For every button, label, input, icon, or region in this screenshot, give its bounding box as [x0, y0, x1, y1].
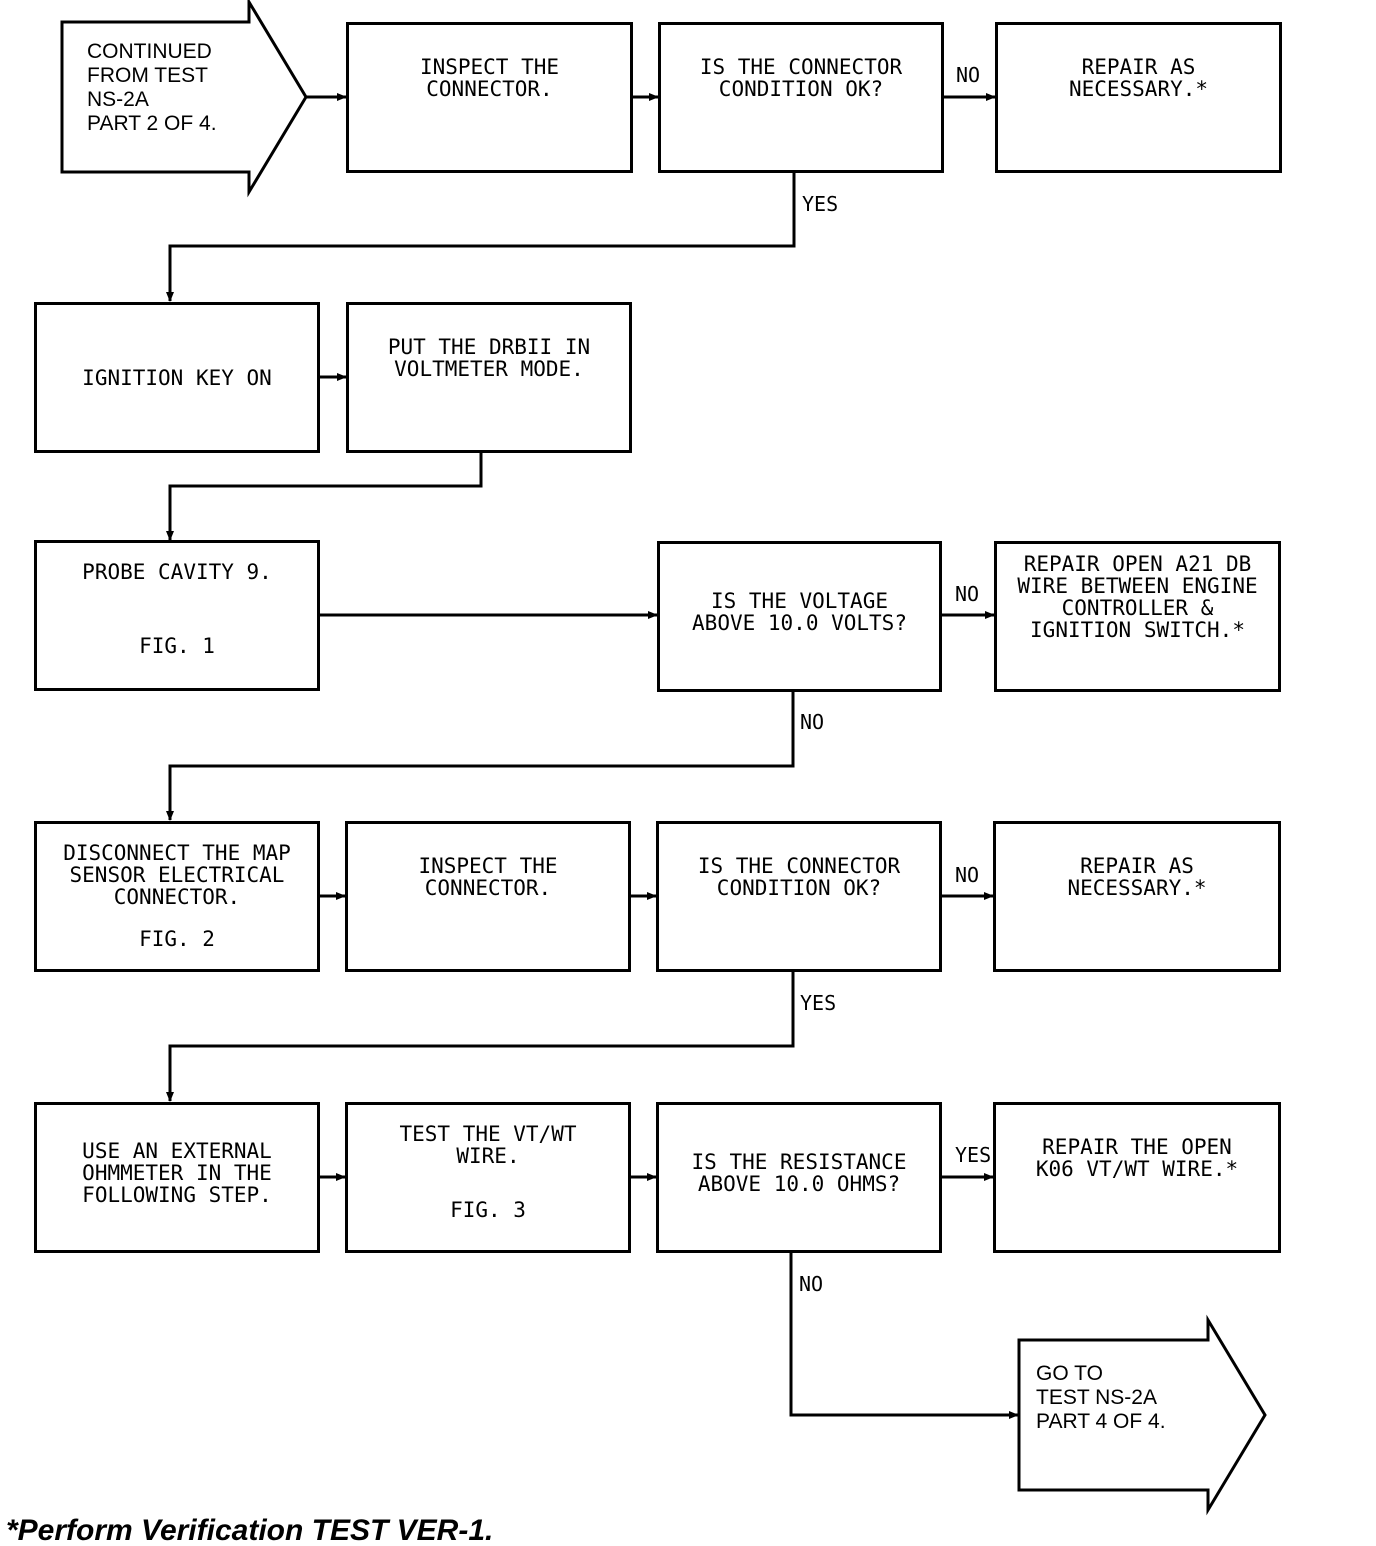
step-disconnect-map-sensor: DISCONNECT THE MAP SENSOR ELECTRICAL CON…	[34, 821, 320, 972]
decision2-no-down-label: NO	[800, 710, 825, 734]
repair-as-necessary-2-text: REPAIR AS NECESSARY.*	[1067, 853, 1207, 900]
start-arrow-shape	[60, 0, 308, 198]
decision-resistance-above-10-text: IS THE RESISTANCE ABOVE 10.0 OHMS?	[691, 1149, 907, 1196]
repair-open-a21-db-wire: REPAIR OPEN A21 DB WIRE BETWEEN ENGINE C…	[994, 541, 1281, 692]
repair-as-necessary-2: REPAIR AS NECESSARY.*	[993, 821, 1281, 972]
decision-voltage-above-10: IS THE VOLTAGE ABOVE 10.0 VOLTS?	[657, 541, 942, 692]
step-drbii-voltmeter-mode: PUT THE DRBII IN VOLTMETER MODE.	[346, 302, 632, 453]
fig-2-label: FIG. 2	[139, 927, 215, 951]
decision2-no-right-label: NO	[955, 582, 980, 606]
line-decision4-no	[789, 1252, 1019, 1419]
end-arrow-shape	[1017, 1314, 1267, 1516]
repair-open-a21-db-wire-text: REPAIR OPEN A21 DB WIRE BETWEEN ENGINE C…	[1017, 551, 1258, 642]
step-ignition-key-on-text: IGNITION KEY ON	[82, 365, 272, 390]
step-test-vt-wt-wire-text: TEST THE VT/WT WIRE.	[399, 1122, 577, 1168]
line-decision2-no-down	[166, 690, 795, 821]
repair-open-k06-wire-text: REPAIR THE OPEN K06 VT/WT WIRE.*	[1035, 1134, 1239, 1181]
end-go-to-label: GO TO TEST NS-2A PART 4 OF 4.	[1036, 1362, 1166, 1433]
step-probe-cavity-9-text: PROBE CAVITY 9.	[82, 560, 272, 584]
step-inspect-connector-2: INSPECT THE CONNECTOR.	[345, 821, 631, 972]
decision-resistance-above-10: IS THE RESISTANCE ABOVE 10.0 OHMS?	[656, 1102, 942, 1253]
step-use-external-ohmmeter: USE AN EXTERNAL OHMMETER IN THE FOLLOWIN…	[34, 1102, 320, 1253]
step-probe-cavity-9: PROBE CAVITY 9. FIG. 1	[34, 540, 320, 691]
footnote-verification-test: *Perform Verification TEST VER-1.	[6, 1514, 494, 1546]
step-test-vt-wt-wire: TEST THE VT/WT WIRE. FIG. 3	[345, 1102, 631, 1253]
repair-as-necessary-1-text: REPAIR AS NECESSARY.*	[1068, 54, 1209, 101]
line-decision3-yes	[166, 971, 795, 1102]
decision-connector-ok-2: IS THE CONNECTOR CONDITION OK?	[656, 821, 942, 972]
line-decision1-yes	[166, 172, 796, 302]
decision4-no-label: NO	[799, 1272, 824, 1296]
fig-1-label: FIG. 1	[139, 634, 215, 658]
step-drbii-voltmeter-mode-text: PUT THE DRBII IN VOLTMETER MODE.	[387, 334, 591, 381]
start-continued-from-label: CONTINUED FROM TEST NS-2A PART 2 OF 4.	[87, 40, 217, 135]
decision-voltage-above-10-text: IS THE VOLTAGE ABOVE 10.0 VOLTS?	[692, 588, 907, 635]
step-use-external-ohmmeter-text: USE AN EXTERNAL OHMMETER IN THE FOLLOWIN…	[82, 1138, 272, 1207]
decision3-no-label: NO	[955, 863, 980, 887]
decision4-yes-label: YES	[955, 1143, 992, 1167]
repair-open-k06-wire: REPAIR THE OPEN K06 VT/WT WIRE.*	[993, 1102, 1281, 1253]
step-inspect-connector-1: INSPECT THE CONNECTOR.	[346, 22, 633, 173]
line-drb-to-probe	[166, 453, 483, 541]
step-disconnect-map-sensor-text: DISCONNECT THE MAP SENSOR ELECTRICAL CON…	[63, 841, 291, 909]
decision-connector-ok-1-text: IS THE CONNECTOR CONDITION OK?	[699, 54, 903, 101]
decision-connector-ok-1: IS THE CONNECTOR CONDITION OK?	[658, 22, 944, 173]
repair-as-necessary-1: REPAIR AS NECESSARY.*	[995, 22, 1282, 173]
decision3-yes-label: YES	[800, 991, 837, 1015]
step-inspect-connector-1-text: INSPECT THE CONNECTOR.	[419, 54, 560, 101]
step-ignition-key-on: IGNITION KEY ON	[34, 302, 320, 453]
decision1-yes-label: YES	[802, 192, 839, 216]
decision-connector-ok-2-text: IS THE CONNECTOR CONDITION OK?	[697, 853, 901, 900]
fig-3-label: FIG. 3	[450, 1198, 526, 1222]
decision1-no-label: NO	[956, 63, 981, 87]
step-inspect-connector-2-text: INSPECT THE CONNECTOR.	[418, 853, 558, 900]
